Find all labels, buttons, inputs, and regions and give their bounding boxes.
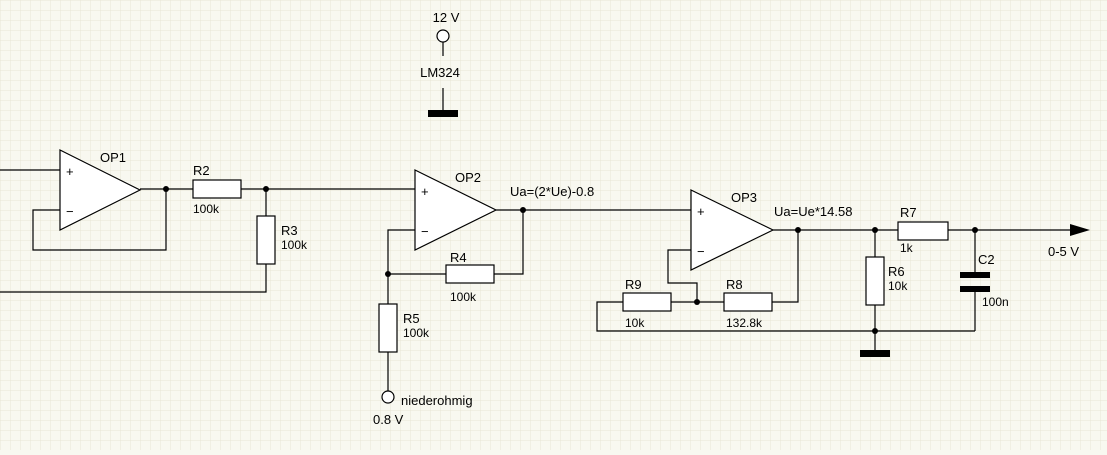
r7-value: 1k [900,241,914,255]
supply-ground-bar [428,110,458,117]
r3-bottom-wire [0,264,267,293]
op2-output-formula: Ua=(2*Ue)-0.8 [510,184,594,199]
r6-value: 10k [888,279,908,293]
resistor-r4: R4 100k [445,250,495,304]
r2-name: R2 [193,163,210,178]
op3-plus-sign: + [697,204,705,219]
op1-label: OP1 [100,150,126,165]
r8-value: 132.8k [726,316,763,330]
c2-value: 100n [982,295,1009,309]
output-arrow-icon [1070,224,1090,236]
reference-voltage: 0.8 V [373,412,404,427]
resistor-r7: R7 1k [897,205,949,255]
resistor-r3: R3 100k [256,189,308,265]
supply-symbol: 12 V LM324 [420,10,460,117]
r4-name: R4 [450,250,467,265]
output-range-label: 0-5 V [1048,244,1079,259]
resistor-r2: R2 100k [192,163,242,216]
op2-label: OP2 [455,170,481,185]
resistor-r9: R9 10k [622,277,672,330]
r9-value: 10k [625,316,645,330]
op1-plus-sign: + [66,164,74,179]
supply-ic-label: LM324 [420,65,460,80]
reference-label: niederohmig [401,393,473,408]
r5-name: R5 [403,311,420,326]
r4-value: 100k [450,290,477,304]
op1-minus-sign: − [66,204,74,219]
capacitor-c2: C2 100n [960,230,1009,331]
op2-plus-sign: + [421,184,429,199]
r8-name: R8 [726,277,743,292]
resistor-r5: R5 100k [378,303,430,353]
r5-value: 100k [403,326,430,340]
op2-minus-sign: − [421,224,429,239]
r3-value: 100k [281,238,308,252]
op1-output-node [163,186,169,192]
op3-label: OP3 [731,190,757,205]
op3-output-formula: Ua=Ue*14.58 [774,204,852,219]
op1-feedback-wire [32,189,167,251]
c2-name: C2 [978,252,995,267]
supply-voltage-label: 12 V [433,10,460,25]
r9-name: R9 [625,277,642,292]
r2-value: 100k [193,202,220,216]
r6-name: R6 [888,264,905,279]
supply-terminal [436,29,450,43]
op3-minus-sign: − [697,244,705,259]
r7-name: R7 [900,205,917,220]
opamp-op2: + − OP2 [414,169,498,251]
ground-symbol [860,350,890,357]
opamp-op1: + − OP1 [59,149,142,231]
r3-name: R3 [281,223,298,238]
opamp-op3: + − OP3 [690,189,775,271]
reference-terminal [381,390,395,404]
